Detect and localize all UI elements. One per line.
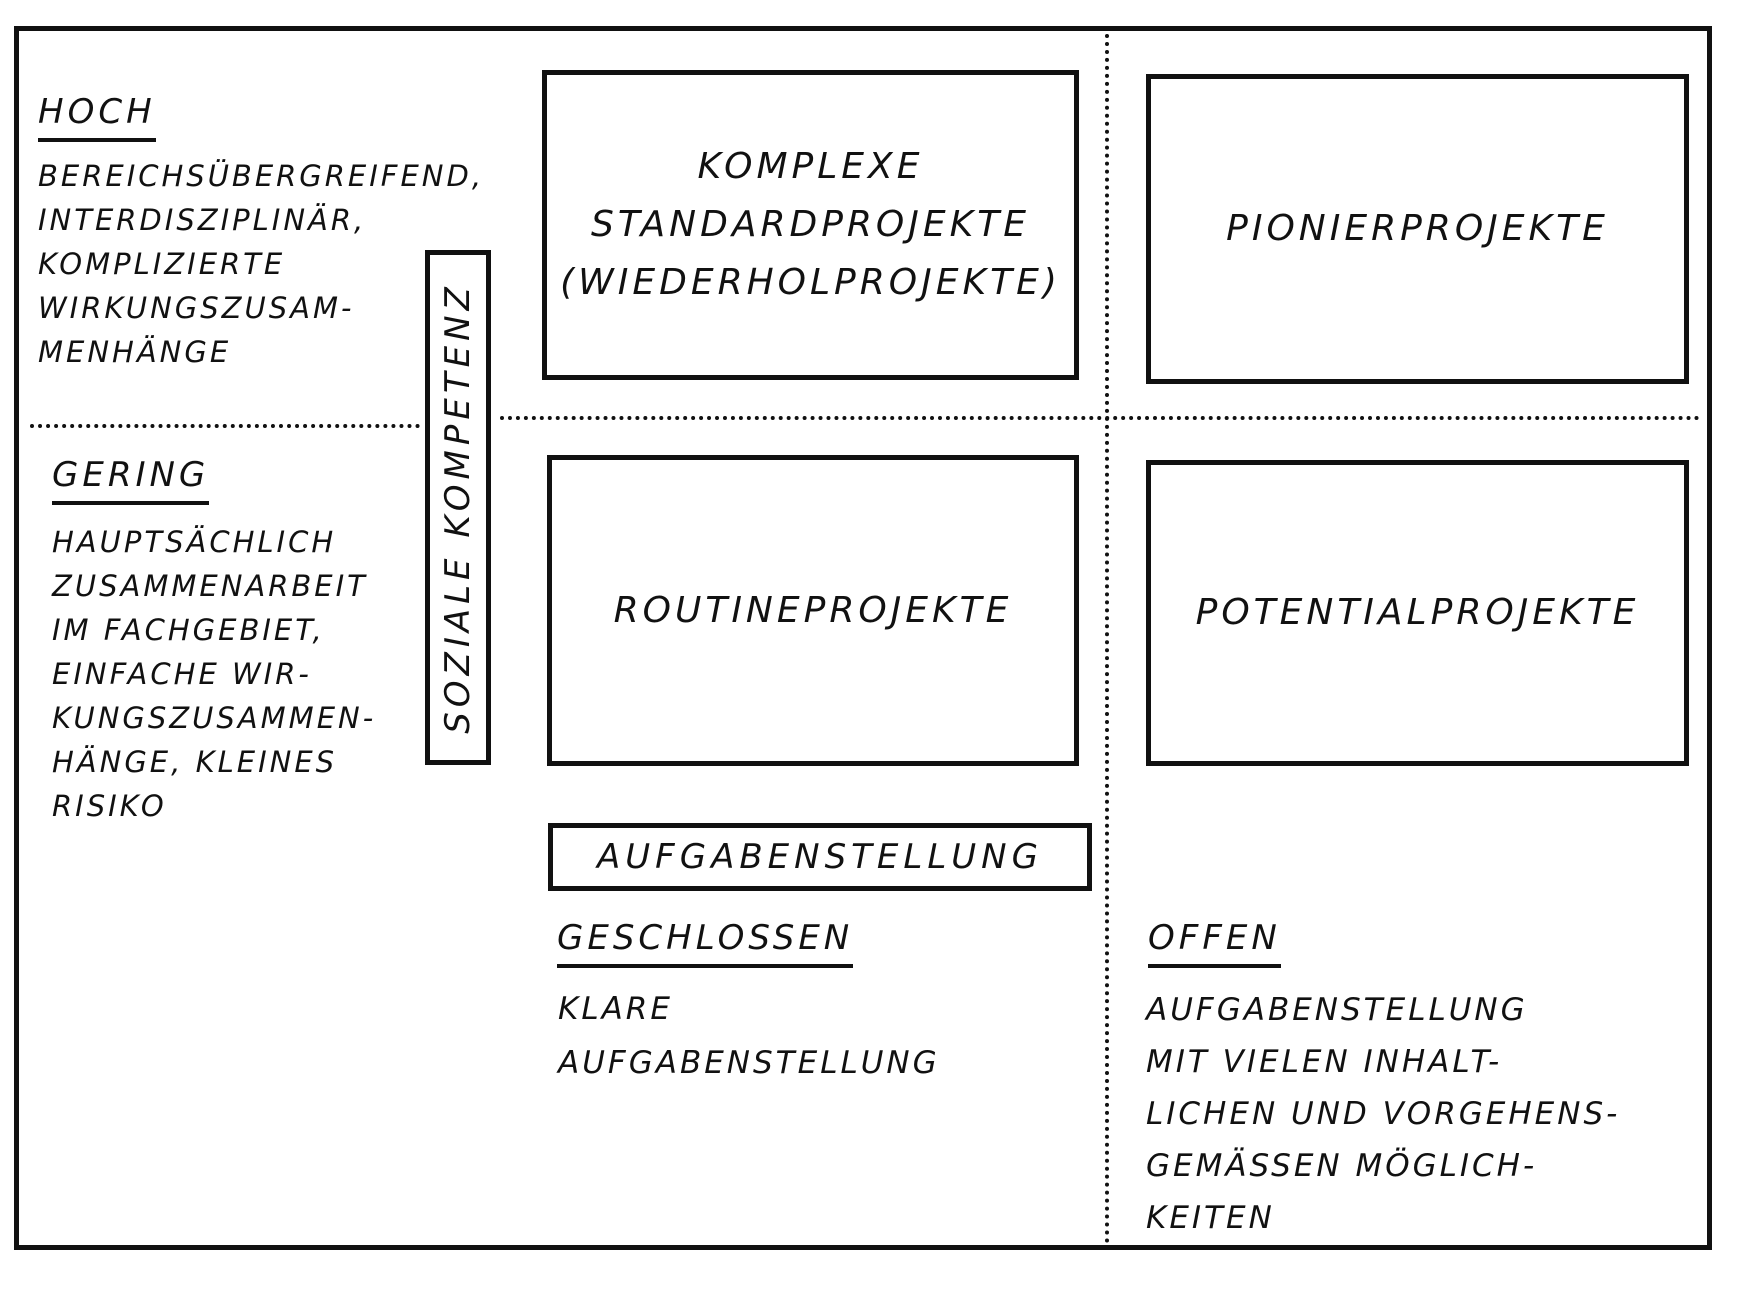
open-description: AUFGABENSTELLUNG MIT VIELEN INHALT- LICH… bbox=[1146, 992, 1621, 1236]
quadrant-top-left: KOMPLEXE STANDARDPROJEKTE (WIEDERHOLPROJ… bbox=[542, 70, 1079, 380]
high-description: BEREICHSÜBERGREIFEND, INTERDISZIPLINÄR, … bbox=[38, 159, 485, 369]
diagram-frame bbox=[14, 26, 1712, 1250]
closed-heading: GESCHLOSSEN bbox=[557, 918, 854, 968]
horizontal-divider-right bbox=[500, 416, 1700, 420]
vertical-divider bbox=[1105, 34, 1109, 1244]
social-competence-label: SOZIALE KOMPETENZ bbox=[438, 281, 478, 734]
horizontal-divider-left bbox=[30, 424, 420, 428]
high-heading: HOCH bbox=[38, 92, 156, 142]
quadrant-bottom-left: ROUTINEPROJEKTE bbox=[547, 455, 1079, 766]
quadrant-top-right: PIONIERPROJEKTE bbox=[1146, 74, 1689, 384]
task-definition-label: AUFGABENSTELLUNG bbox=[597, 837, 1043, 877]
quadrant-bottom-right-label: POTENTIALPROJEKTE bbox=[1195, 592, 1640, 633]
quadrant-top-right-label: PIONIERPROJEKTE bbox=[1226, 208, 1609, 249]
quadrant-bottom-right: POTENTIALPROJEKTE bbox=[1146, 460, 1689, 766]
low-heading: GERING bbox=[52, 455, 210, 505]
task-definition-label-box: AUFGABENSTELLUNG bbox=[548, 823, 1092, 891]
quadrant-bottom-left-label: ROUTINEPROJEKTE bbox=[613, 589, 1013, 631]
open-heading: OFFEN bbox=[1148, 918, 1281, 968]
low-description: HAUPTSÄCHLICH ZUSAMMENARBEIT IM FACHGEBI… bbox=[52, 525, 377, 823]
closed-description: KLARE AUFGABENSTELLUNG bbox=[558, 991, 940, 1081]
social-competence-label-box: SOZIALE KOMPETENZ bbox=[425, 250, 491, 765]
quadrant-top-left-label: KOMPLEXE STANDARDPROJEKTE (WIEDERHOLPROJ… bbox=[560, 146, 1061, 303]
